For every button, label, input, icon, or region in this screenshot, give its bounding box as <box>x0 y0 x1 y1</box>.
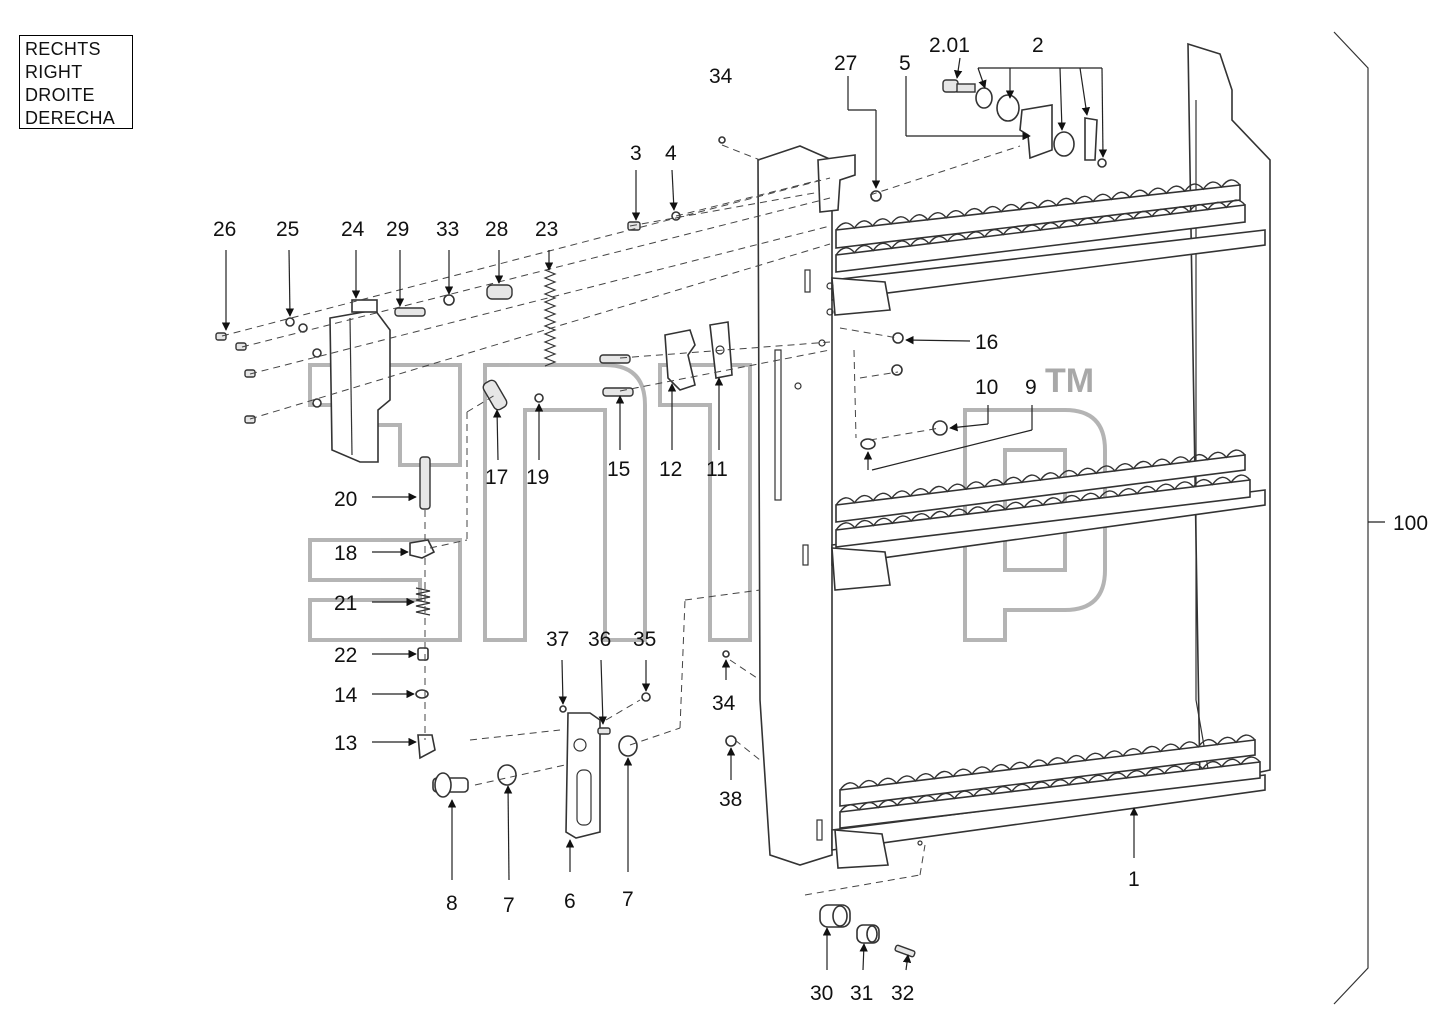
callout-10: 10 <box>975 376 998 399</box>
callout-14: 14 <box>334 684 358 707</box>
cover-bracket <box>329 299 391 463</box>
callout-9: 9 <box>1025 376 1037 399</box>
callout-8: 8 <box>446 892 458 915</box>
callout-28: 28 <box>485 218 508 241</box>
callout-27: 27 <box>834 52 857 75</box>
assembly-lines <box>221 144 1021 896</box>
callout-13: 13 <box>334 732 357 755</box>
orientation-line-fr: DROITE <box>25 85 95 105</box>
callout-38: 38 <box>719 788 742 811</box>
callout-1: 1 <box>1128 868 1140 891</box>
callout-22: 22 <box>334 644 357 667</box>
callout-34-bottom: 34 <box>712 692 736 715</box>
latch-parts <box>409 456 737 839</box>
ladder-frame <box>757 42 1271 869</box>
callout-12: 12 <box>659 458 682 481</box>
callout-26: 26 <box>213 218 236 241</box>
callout-15: 15 <box>607 458 630 481</box>
callout-7-left: 7 <box>503 894 515 917</box>
callout-33: 33 <box>436 218 459 241</box>
orientation-box: RECHTS RIGHT DROITE DERECHA <box>19 35 133 129</box>
callout-35: 35 <box>633 628 656 651</box>
callout-3: 3 <box>630 142 642 165</box>
callout-5: 5 <box>899 52 911 75</box>
callout-36: 36 <box>588 628 611 651</box>
orientation-line-es: DERECHA <box>25 108 116 128</box>
orientation-line-de: RECHTS <box>25 39 101 59</box>
callout-100: 100 <box>1393 512 1428 535</box>
tread-tooth-row <box>835 199 1246 256</box>
callout-2-01: 2.01 <box>929 34 970 57</box>
callout-29: 29 <box>386 218 409 241</box>
callout-2: 2 <box>1032 34 1044 57</box>
callout-24: 24 <box>341 218 365 241</box>
callout-37: 37 <box>546 628 569 651</box>
callout-23: 23 <box>535 218 558 241</box>
tread-tooth-row <box>835 179 1241 231</box>
callout-32: 32 <box>891 982 914 1005</box>
callout-4: 4 <box>665 142 677 165</box>
watermark-tm: TM <box>1045 362 1094 400</box>
small-fasteners <box>215 136 948 450</box>
callout-labels: 2.01 2 27 5 34 3 4 26 25 24 29 33 28 23 … <box>213 34 1428 1005</box>
callout-11: 11 <box>706 458 728 481</box>
callout-16: 16 <box>975 331 998 354</box>
callout-31: 31 <box>850 982 873 1005</box>
callout-19: 19 <box>526 466 549 489</box>
feet-parts <box>819 904 916 958</box>
callout-6: 6 <box>564 890 576 913</box>
callout-20: 20 <box>334 488 357 511</box>
callout-30: 30 <box>810 982 833 1005</box>
tread-teeth <box>835 179 1261 813</box>
tread-tooth-row <box>839 756 1261 813</box>
callout-7-right: 7 <box>622 888 634 911</box>
tread-tooth-row <box>835 449 1246 506</box>
leader-lines <box>221 31 1385 1005</box>
callout-25: 25 <box>276 218 299 241</box>
callout-18: 18 <box>334 542 357 565</box>
callout-34-top: 34 <box>709 65 733 88</box>
lock-assembly <box>942 79 1107 168</box>
orientation-line-en: RIGHT <box>25 62 83 82</box>
tread-tooth-row <box>835 474 1251 531</box>
tread-tooth-row <box>839 734 1256 791</box>
callout-21: 21 <box>334 592 357 615</box>
callout-17: 17 <box>485 466 508 489</box>
